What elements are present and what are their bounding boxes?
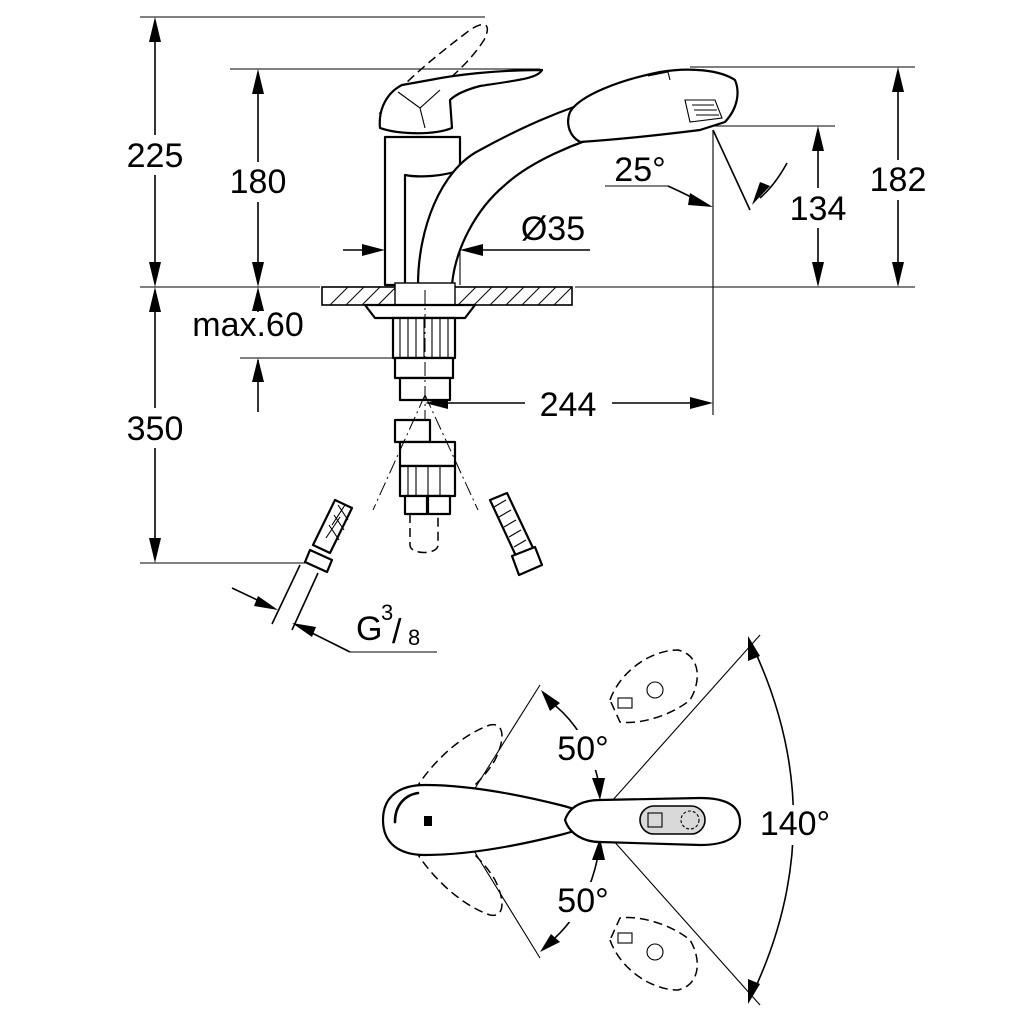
dim-spout-angle: 25° bbox=[605, 129, 788, 211]
dim-350-label: 350 bbox=[127, 410, 184, 448]
dim-180-label: 180 bbox=[230, 163, 287, 201]
dim-225-label: 225 bbox=[127, 137, 184, 175]
deck-hatching bbox=[329, 286, 573, 306]
dim-182: 182 bbox=[860, 67, 936, 287]
dim-thread-denominator: 8 bbox=[408, 625, 420, 650]
mounting-flange bbox=[363, 303, 477, 320]
lever-cap bbox=[378, 68, 544, 135]
dim-350: 350 bbox=[117, 287, 193, 563]
angle-left-lower-label: 50° bbox=[557, 882, 608, 920]
dim-thread-numerator: 3 bbox=[381, 600, 393, 625]
dim-244-label: 244 bbox=[540, 386, 597, 424]
reference-lines bbox=[140, 16, 915, 564]
dim-244: 244 bbox=[425, 386, 713, 424]
dim-max-deck: max.60 bbox=[192, 287, 304, 412]
dim-182-label: 182 bbox=[870, 161, 927, 199]
dim-thread: G 3 / 8 bbox=[231, 587, 437, 653]
faucet-top-view: 50° 50° 140° bbox=[381, 634, 840, 1006]
dim-134: 134 bbox=[780, 126, 856, 287]
dim-spout-angle-label: 25° bbox=[614, 151, 665, 189]
faucet-side-view bbox=[271, 23, 739, 631]
angle-total-label: 140° bbox=[760, 805, 830, 843]
dim-180: 180 bbox=[220, 69, 296, 287]
dim-base-diameter: Ø35 bbox=[343, 210, 590, 256]
dim-max-deck-label: max.60 bbox=[192, 306, 304, 344]
spray-head-upper-dashed bbox=[609, 649, 698, 724]
dim-225: 225 bbox=[118, 17, 192, 287]
dim-thread-slash: / bbox=[392, 613, 402, 651]
angle-left-upper-label: 50° bbox=[557, 730, 608, 768]
spray-head bbox=[567, 68, 739, 144]
dim-134-label: 134 bbox=[790, 190, 847, 228]
dim-base-diameter-label: Ø35 bbox=[521, 210, 585, 248]
lever-main bbox=[381, 783, 594, 857]
dim-thread-letter: G bbox=[356, 610, 382, 648]
spray-head-lower-dashed bbox=[609, 916, 698, 991]
right-supply-hose bbox=[488, 491, 544, 577]
hose-loop-outline bbox=[409, 514, 439, 554]
left-supply-hose bbox=[271, 498, 354, 631]
